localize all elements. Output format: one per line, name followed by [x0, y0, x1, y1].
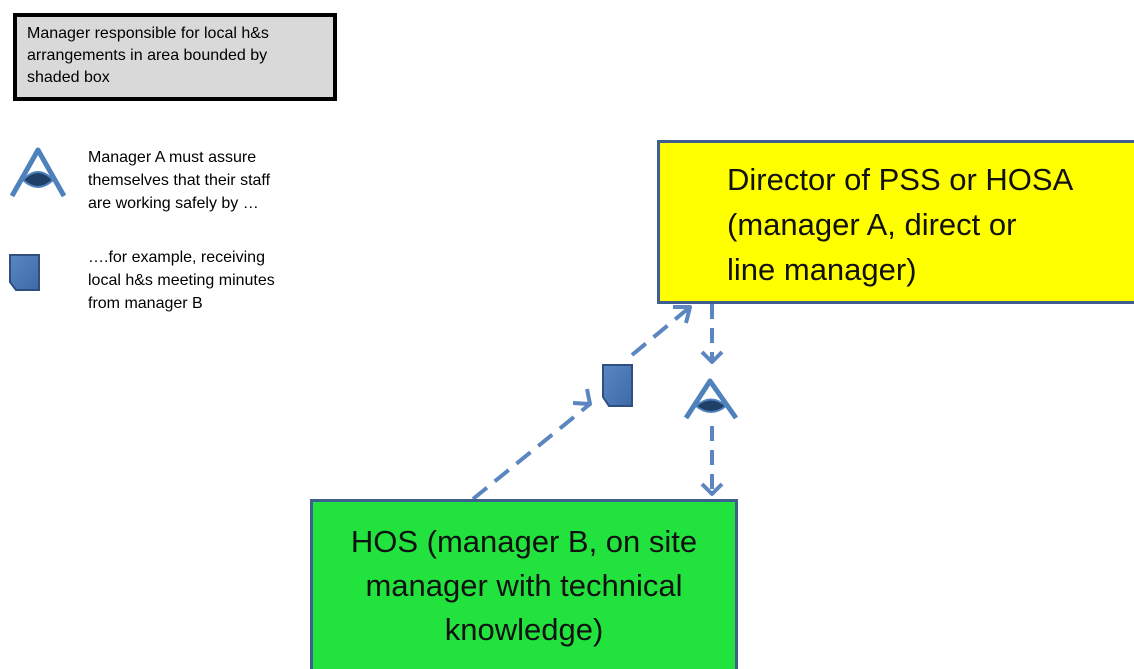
connector-hos-to-director [471, 305, 692, 501]
legend-eye-description: Manager A must assure themselves that th… [88, 149, 271, 212]
shaded-box-legend: Manager responsible for local h&s arrang… [13, 13, 337, 101]
hos-node: HOS (manager B, on site manager with tec… [310, 499, 738, 669]
legend-document-icon [9, 254, 40, 291]
legend-document-description: ….for example, receiving local h&s meeti… [88, 249, 275, 312]
assurance-eye-icon [683, 378, 739, 420]
connector-director-to-hos [700, 304, 724, 496]
minutes-document-icon [602, 364, 633, 407]
director-node: Director of PSS or HOSA (manager A, dire… [657, 140, 1134, 304]
legend-eye-icon [9, 147, 67, 198]
